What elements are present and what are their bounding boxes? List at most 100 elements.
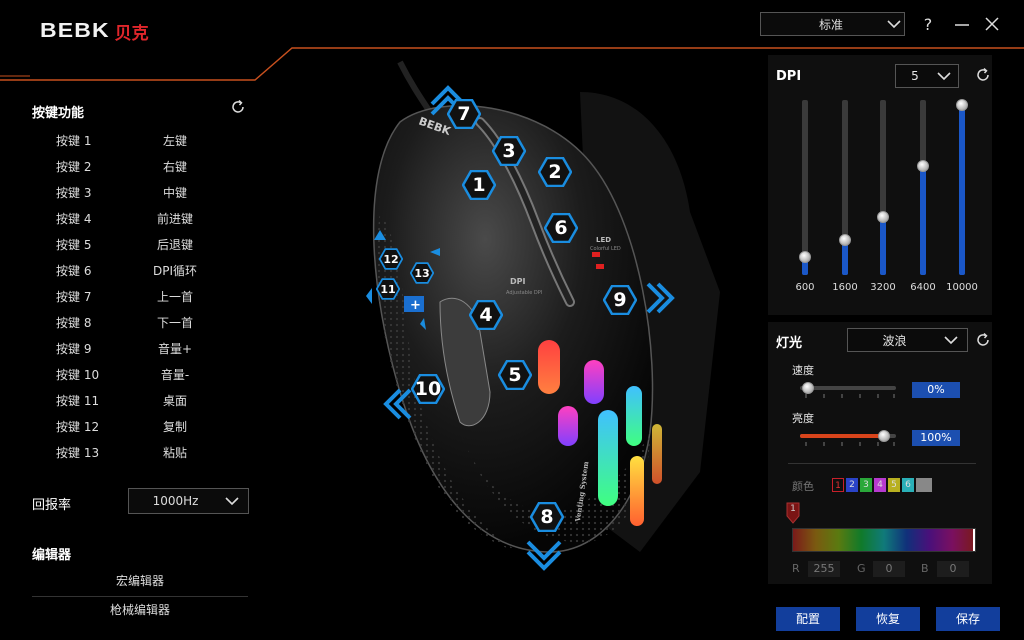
keys-panel-title: 按键功能 (32, 106, 85, 121)
dpi-slider-knob[interactable] (956, 99, 968, 111)
dpi-reset-button[interactable] (974, 66, 992, 84)
dpi-slider-track[interactable] (959, 100, 965, 275)
mouse-button-marker[interactable]: 2 (538, 157, 572, 187)
color-swatch[interactable]: 4 (874, 478, 886, 492)
color-swatch[interactable]: 5 (888, 478, 900, 492)
speed-slider[interactable] (800, 382, 896, 394)
restore-button[interactable]: 恢复 (856, 607, 920, 631)
help-button[interactable]: ? (918, 12, 938, 36)
mouse-button-marker[interactable]: 5 (498, 360, 532, 390)
key-function[interactable]: 音量+ (157, 342, 193, 356)
key-function[interactable]: 音量- (160, 368, 190, 382)
dpi-slider-track[interactable] (880, 100, 886, 275)
macro-editor-button[interactable]: 宏编辑器 (115, 574, 164, 588)
color-swatch[interactable] (916, 478, 932, 492)
key-function[interactable]: 前进键 (156, 212, 193, 226)
g-input[interactable]: 0 (873, 561, 905, 577)
mouse-button-marker[interactable]: 1 (462, 170, 496, 200)
spectrum-cursor[interactable] (973, 529, 975, 551)
speed-ticks (805, 394, 895, 398)
key-name: 按键 6 (56, 264, 92, 278)
key-function[interactable]: 后退键 (156, 238, 193, 252)
key-function[interactable]: 复制 (162, 420, 187, 434)
b-input[interactable]: 0 (937, 561, 969, 577)
color-swatch[interactable]: 1 (832, 478, 844, 492)
dpi-count-select[interactable]: 5 (895, 64, 959, 88)
brightness-ticks (805, 442, 895, 446)
mouse-button-marker[interactable]: 3 (492, 136, 526, 166)
color-label: 颜色 (792, 480, 814, 493)
close-icon (985, 17, 999, 31)
mouse-button-marker-label: 13 (414, 266, 430, 280)
brightness-slider[interactable] (800, 430, 896, 442)
mouse-button-marker[interactable]: 4 (469, 300, 503, 330)
mouse-button-marker[interactable]: 11 (376, 278, 400, 300)
key-row[interactable]: 按键 9 音量+ (0, 335, 260, 361)
brand-logo-latin: BEBK (40, 19, 110, 42)
gun-editor-button[interactable]: 枪械编辑器 (109, 603, 170, 617)
report-rate-select[interactable]: 1000Hz (128, 488, 249, 514)
key-function[interactable]: 左键 (162, 134, 187, 148)
mouse-led-subtext: Colorful LED (590, 246, 621, 252)
minimize-button[interactable] (952, 12, 972, 36)
key-function[interactable]: 上一首 (156, 290, 193, 304)
dpi-slider-knob[interactable] (799, 251, 811, 263)
brightness-label: 亮度 (792, 412, 814, 425)
key-row[interactable]: 按键 6 DPI循环 (0, 257, 260, 283)
report-rate-label: 回报率 (32, 498, 72, 513)
mouse-button-marker[interactable]: 10 (411, 374, 445, 404)
mouse-button-marker[interactable]: 8 (530, 502, 564, 532)
dpi-slider-knob[interactable] (877, 211, 889, 223)
lighting-reset-button[interactable] (974, 331, 992, 349)
mouse-button-marker[interactable]: 9 (603, 285, 637, 315)
mouse-button-marker[interactable]: 7 (447, 99, 481, 129)
config-button[interactable]: 配置 (776, 607, 840, 631)
lighting-mode-select[interactable]: 波浪 (847, 328, 968, 352)
profile-select[interactable]: 标准 (760, 12, 905, 36)
key-function[interactable]: 下一首 (156, 316, 193, 330)
dpi-slider-track[interactable] (842, 100, 848, 275)
dpi-slider-knob[interactable] (839, 234, 851, 246)
key-function[interactable]: 粘贴 (162, 446, 187, 460)
mouse-button-marker-label: 12 (383, 252, 399, 266)
color-swatch[interactable]: 3 (860, 478, 872, 492)
chevron-down-icon (222, 491, 242, 511)
speed-label: 速度 (792, 364, 814, 377)
color-swatch[interactable]: 6 (902, 478, 914, 492)
speed-slider-knob[interactable] (802, 382, 814, 394)
mouse-button-marker[interactable]: 12 (379, 248, 403, 270)
color-spectrum[interactable] (792, 528, 976, 552)
key-function[interactable]: DPI循环 (152, 264, 198, 278)
keys-reset-button[interactable] (229, 98, 247, 116)
dpi-slider-fill (920, 166, 926, 275)
color-swatch[interactable]: 2 (846, 478, 858, 492)
close-button[interactable] (982, 12, 1002, 36)
mouse-button-marker[interactable]: 13 (410, 262, 434, 284)
save-button[interactable]: 保存 (936, 607, 1000, 631)
key-function[interactable]: 右键 (162, 160, 187, 174)
key-function[interactable]: 桌面 (162, 394, 187, 408)
brightness-slider-fill (800, 434, 888, 438)
dpi-slider-track[interactable] (802, 100, 808, 275)
brightness-slider-knob[interactable] (878, 430, 890, 442)
key-function[interactable]: 中键 (162, 186, 187, 200)
dpi-slider-knob[interactable] (917, 160, 929, 172)
help-icon: ? (923, 14, 933, 34)
mouse-button-marker-label: 11 (380, 282, 396, 296)
r-input[interactable]: 255 (808, 561, 840, 577)
mouse-button-marker[interactable]: 6 (544, 213, 578, 243)
dpi-slider-track[interactable] (920, 100, 926, 275)
color-marker-icon[interactable] (786, 502, 800, 524)
key-name: 按键 9 (56, 342, 92, 356)
